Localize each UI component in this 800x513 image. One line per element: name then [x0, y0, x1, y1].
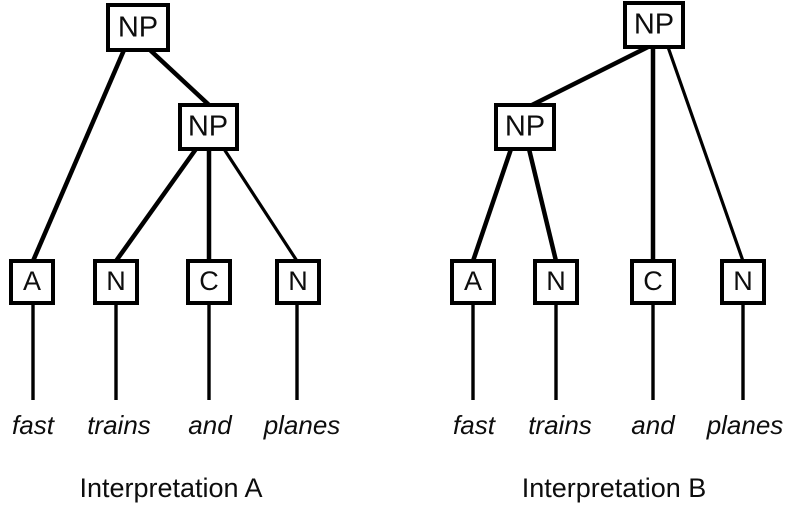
node-label: C: [643, 266, 663, 296]
node-b-pos-c[interactable]: C: [630, 259, 676, 305]
caption-interpretation-a: Interpretation A: [79, 473, 262, 503]
node-box: [106, 3, 170, 52]
node-box: [533, 259, 579, 305]
leaf-word-and: and: [631, 410, 676, 440]
node-a-np2[interactable]: NP: [178, 103, 239, 151]
edge-np-to-a: [470, 148, 514, 262]
edge-root-to-np: [148, 48, 211, 107]
leaf-word-trains: trains: [87, 410, 151, 440]
edge-np-to-n1: [526, 148, 559, 262]
leaf-word-and: and: [188, 410, 233, 440]
tree-a-edges: [30, 48, 299, 263]
edge-root-to-np: [530, 44, 650, 108]
caption-interpretation-b: Interpretation B: [522, 473, 707, 503]
node-b-pos-a[interactable]: A: [450, 259, 496, 305]
node-a-pos-n2[interactable]: N: [275, 259, 321, 305]
edge-np-to-n2: [222, 148, 299, 262]
node-a-pos-c[interactable]: C: [186, 259, 232, 305]
node-box: [275, 259, 321, 305]
leaf-word-trains: trains: [528, 410, 592, 440]
leaf-word-fast: fast: [453, 410, 497, 440]
tree-b-edges: [470, 44, 745, 262]
node-label: NP: [188, 111, 228, 143]
edge-root-to-n2: [666, 46, 745, 262]
node-b-pos-n1[interactable]: N: [533, 259, 579, 305]
node-b-np2[interactable]: NP: [494, 103, 556, 151]
node-box: [93, 259, 139, 305]
tree-a-leaf-stems: [31, 303, 299, 400]
node-label: C: [199, 266, 219, 296]
node-label: N: [733, 266, 753, 296]
node-label: A: [464, 266, 482, 296]
node-label: A: [23, 266, 41, 296]
tree-b-leaf-stems: [471, 303, 745, 400]
node-b-root[interactable]: NP: [623, 1, 685, 49]
node-box: [178, 103, 239, 151]
node-label: N: [546, 266, 566, 296]
node-label: NP: [634, 9, 674, 41]
node-a-pos-a[interactable]: A: [9, 259, 55, 305]
tree-interpretation-b: NP NP A N C N fast trains and planes Int…: [450, 1, 784, 503]
leaf-word-planes: planes: [706, 410, 784, 440]
edge-np-to-n1: [114, 147, 198, 263]
node-box: [630, 259, 676, 305]
node-a-pos-n1[interactable]: N: [93, 259, 139, 305]
leaf-word-fast: fast: [12, 410, 56, 440]
tree-interpretation-a: NP NP A N C N fast trains and planes Int…: [9, 3, 341, 503]
node-label: N: [288, 266, 308, 296]
leaf-word-planes: planes: [263, 410, 341, 440]
node-b-pos-n2[interactable]: N: [720, 259, 766, 305]
node-label: NP: [505, 111, 545, 143]
node-a-root[interactable]: NP: [106, 3, 170, 52]
node-box: [450, 259, 496, 305]
node-box: [720, 259, 766, 305]
node-box: [186, 259, 232, 305]
edge-root-to-a: [30, 49, 127, 262]
node-label: NP: [118, 12, 158, 44]
node-label: N: [106, 266, 126, 296]
node-box: [494, 103, 556, 151]
node-box: [623, 1, 685, 49]
node-box: [9, 259, 55, 305]
